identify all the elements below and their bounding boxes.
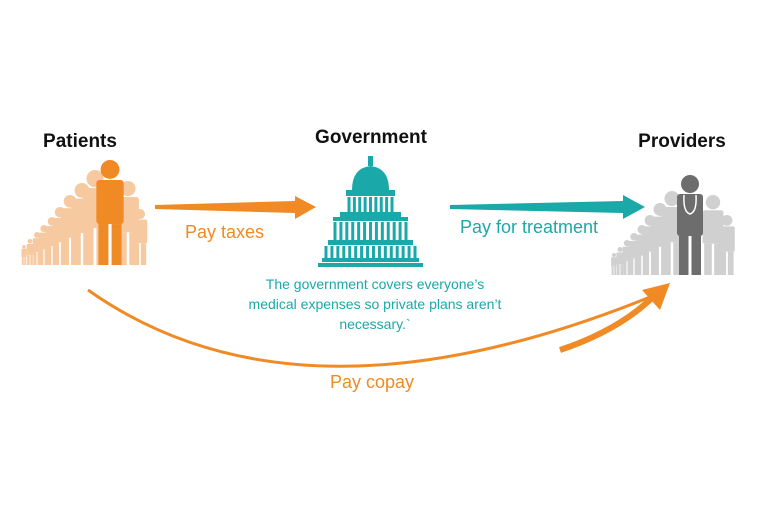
capitol-column: [357, 222, 361, 240]
capitol-column: [404, 222, 408, 240]
providers-title: Providers: [638, 131, 726, 152]
capitol-column: [348, 246, 352, 258]
patients-title: Patients: [43, 131, 117, 152]
capitol-column: [383, 246, 387, 258]
capitol-column: [363, 222, 367, 240]
pay-taxes-label: Pay taxes: [185, 222, 265, 242]
patient-figure: [21, 245, 27, 265]
capitol-column: [371, 246, 375, 258]
capitol-column: [354, 246, 358, 258]
patient-figure: [132, 209, 148, 265]
capitol-building-icon: [318, 156, 423, 267]
capitol-column: [398, 222, 402, 240]
patient-figure-main: [96, 160, 124, 265]
capitol-column: [363, 197, 367, 212]
doctor-figure: [702, 195, 724, 275]
capitol-column: [369, 197, 372, 212]
capitol-column: [358, 197, 362, 212]
capitol-column: [360, 246, 364, 258]
capitol-column: [336, 246, 340, 258]
doctor-figure: [616, 247, 624, 275]
government-caption: The government covers everyone’s medical…: [248, 276, 502, 332]
capitol-column: [342, 246, 346, 258]
capitol-column: [386, 222, 390, 240]
capitol-column: [407, 246, 411, 258]
capitol-column: [380, 222, 384, 240]
capitol-column: [385, 197, 389, 212]
patient-figure: [26, 239, 34, 265]
capitol-column: [377, 246, 381, 258]
doctor-figure: [611, 253, 617, 275]
capitol-column: [352, 197, 356, 212]
doctors-crowd-icon: [611, 175, 735, 275]
capitol-column: [389, 246, 393, 258]
pay-copay-label: Pay copay: [330, 372, 415, 392]
doctor-figure: [719, 215, 735, 275]
capitol-column: [390, 197, 394, 212]
pay-copay-arrow: [87, 283, 670, 368]
capitol-column: [413, 246, 417, 258]
capitol-column: [366, 246, 370, 258]
capitol-column: [345, 222, 349, 240]
capitol-column: [392, 222, 396, 240]
capitol-column: [395, 246, 399, 258]
capitol-column: [374, 222, 378, 240]
pay-for-treatment-label: Pay for treatment: [460, 217, 599, 237]
capitol-column: [401, 246, 405, 258]
stethoscope-icon: [683, 194, 697, 215]
pay-taxes-arrow: [155, 196, 316, 219]
pay-for-treatment-arrow: [450, 195, 645, 219]
capitol-column: [379, 197, 383, 212]
capitol-column: [324, 246, 328, 258]
capitol-column: [347, 197, 351, 212]
government-title: Government: [315, 127, 427, 148]
patients-crowd-icon: [21, 160, 148, 265]
capitol-column: [374, 197, 378, 212]
capitol-column: [369, 222, 372, 240]
capitol-column: [339, 222, 343, 240]
capitol-column: [330, 246, 334, 258]
capitol-column: [351, 222, 355, 240]
doctor-figure-main: [677, 175, 703, 275]
capitol-column: [333, 222, 337, 240]
